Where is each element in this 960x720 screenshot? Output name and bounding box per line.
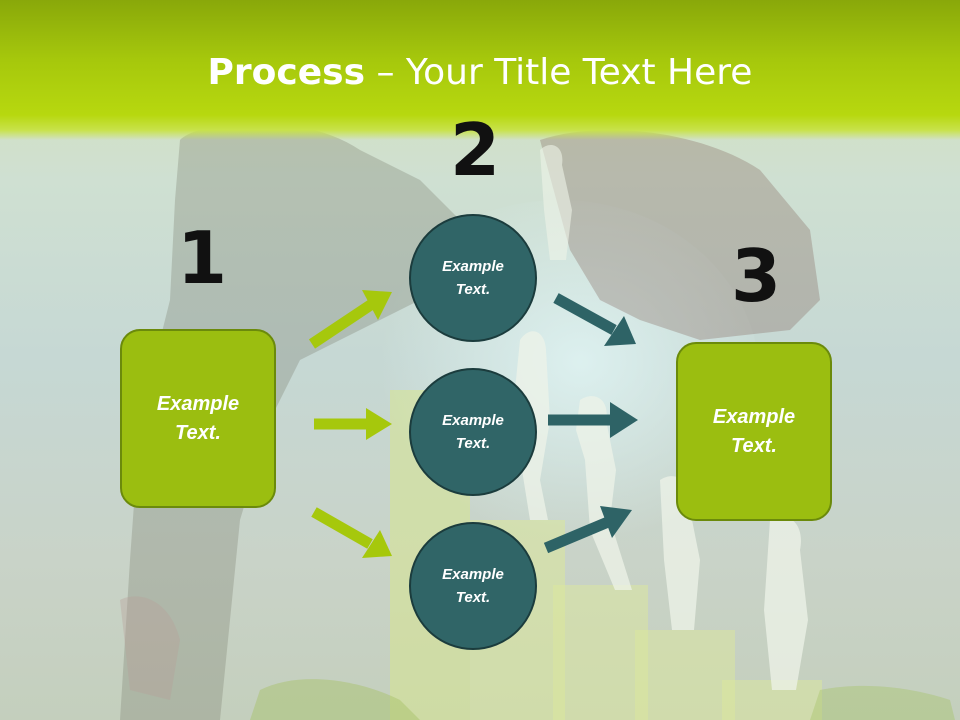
step-1-number: 1 (177, 216, 228, 300)
title-bold: Process (207, 52, 366, 93)
step-2-number: 2 (450, 108, 501, 192)
title-rest: – Your Title Text Here (365, 52, 753, 93)
step-2-item-1-text: Example Text. (442, 258, 504, 298)
arrow-step1-to-bottom (311, 507, 392, 558)
step-1-box: Example Text. (120, 329, 276, 508)
step-2-item-3-text: Example Text. (442, 566, 504, 606)
step-3-box: Example Text. (676, 342, 832, 521)
step-2-circle-middle: Example Text. (409, 368, 537, 496)
arrow-middle-to-step3 (548, 402, 638, 438)
step-2-item-2-text: Example Text. (442, 412, 504, 452)
step-1-text: Example Text. (156, 392, 240, 444)
step-3-number: 3 (731, 234, 782, 318)
title-band (0, 0, 960, 140)
arrow-top-to-step3 (553, 293, 636, 346)
arrow-step1-to-middle (314, 408, 392, 440)
arrow-step1-to-top (308, 290, 392, 349)
arrow-bottom-to-step3 (543, 506, 632, 554)
step-2-circle-top: Example Text. (409, 214, 537, 342)
step-2-circle-bottom: Example Text. (409, 522, 537, 650)
step-3-text: Example Text. (712, 405, 796, 457)
slide-title: Process – Your Title Text Here (0, 52, 960, 93)
